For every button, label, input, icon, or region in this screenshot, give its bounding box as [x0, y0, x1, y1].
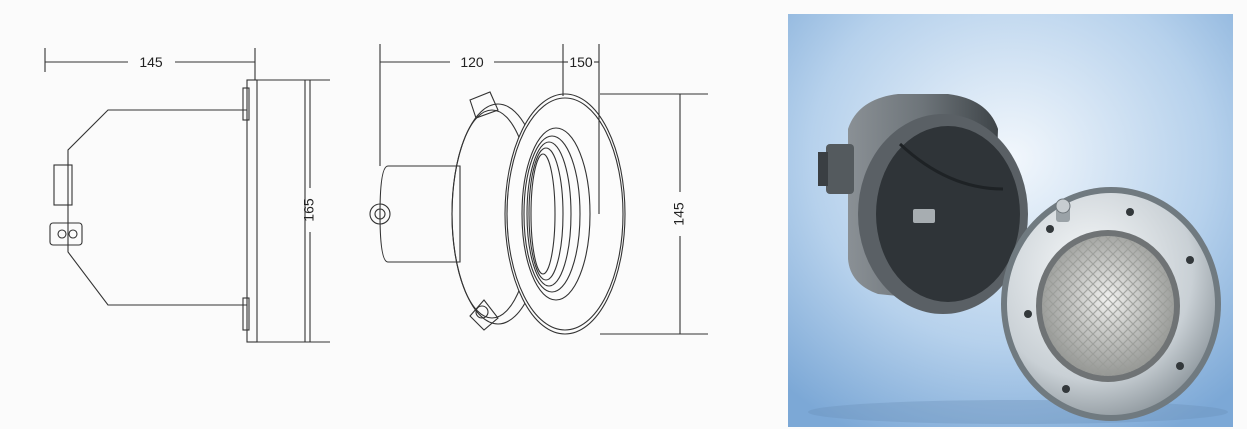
- perspective-height-label: 145: [671, 202, 687, 226]
- perspective-diameter-dimension: [562, 44, 600, 214]
- perspective-view-outline: [369, 91, 626, 335]
- perspective-height-dimension: [600, 93, 708, 335]
- side-height-label: 165: [301, 198, 317, 222]
- product-photo: [788, 14, 1233, 427]
- side-height-dimension: [300, 79, 330, 343]
- technical-drawing: 145 165 120 150 145: [44, 44, 708, 343]
- perspective-depth-dimension: [379, 44, 563, 166]
- side-width-label: 145: [139, 54, 163, 70]
- side-width-dimension: [44, 48, 256, 80]
- niche-housing: [818, 94, 1028, 314]
- perspective-depth-label: 120: [460, 54, 484, 70]
- stainless-faceplate: [1001, 187, 1221, 421]
- side-view-outline: [49, 79, 306, 343]
- perspective-diameter-label: 150: [569, 54, 593, 70]
